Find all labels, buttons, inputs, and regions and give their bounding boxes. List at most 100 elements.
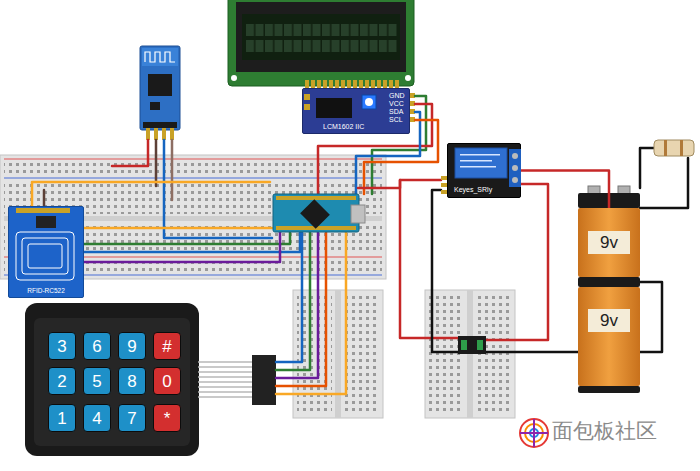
bluetooth-module [145,52,175,62]
relay-parts [512,153,518,159]
rfid-parts [22,238,68,274]
lcd-backpack-parts [365,98,373,106]
lcd-display [246,24,398,52]
lcd-display [405,75,411,81]
lcd-display [228,0,414,86]
keypad [252,355,276,405]
arduino-nano [276,196,356,200]
bluetooth-module [142,48,178,66]
battery [578,277,640,287]
mini-breadboard [425,290,515,418]
lcd-display [236,2,406,72]
part-name: RFID-RC522 [27,288,65,295]
relay-parts [509,149,521,187]
keypad [25,303,276,456]
relay-parts [441,190,447,194]
wire [276,232,318,378]
relay-parts [441,148,521,194]
keypad-key: 9 [118,332,146,360]
wire-connector [521,171,609,209]
key-label: * [164,410,171,427]
watermark-logo [520,419,548,447]
keypad-key: 1 [48,404,76,432]
wire [32,182,270,206]
keypad-key: 2 [48,367,76,395]
relay-parts [441,176,447,180]
keypad-key: # [153,332,181,360]
battery [578,386,640,393]
key-label: 2 [57,373,66,390]
key-label: 4 [92,410,101,427]
lcd-backpack-parts [316,98,352,118]
key-label: 5 [92,373,101,390]
wire [84,227,272,230]
keypad-key: 5 [83,367,111,395]
keypad [25,303,199,456]
pin-label: GND [389,92,405,99]
part-name: LCM1602 IIC [323,123,364,130]
mini-breadboard [293,290,383,418]
key-label: 6 [92,338,101,355]
battery [578,186,640,393]
wire [276,232,326,386]
bluetooth-module [143,122,177,128]
wire [32,96,688,394]
pin-label: VCC [389,100,404,107]
keypad-key: 8 [118,367,146,395]
keypad-key: 0 [153,367,181,395]
lcd-backpack-parts [304,94,310,100]
wire [276,232,302,362]
bluetooth-module [140,46,180,130]
arduino-nano [273,194,359,232]
component [664,140,667,156]
rfid-parts [16,232,74,280]
keypad-key: * [153,404,181,432]
relay-parts [460,166,496,168]
wire [164,140,272,238]
battery-label: 9v [588,231,630,254]
key-label: 3 [57,338,66,355]
wire [640,148,654,188]
bluetooth-module [140,46,180,140]
rfid-parts [36,216,56,228]
wire [276,232,346,394]
watermark: 面包板社区 [552,421,657,442]
breadboard [4,159,382,160]
wire [84,232,300,252]
bluetooth-module [154,128,158,140]
lcd-display [228,0,414,90]
wire [276,232,310,370]
relay-parts [460,154,500,156]
wire [486,184,548,340]
mini-breadboard [344,294,379,414]
keypad [198,362,252,397]
wire [43,190,46,206]
keypad-key: 4 [83,404,111,432]
battery [588,186,600,194]
bluetooth-module [150,102,160,110]
wire [432,190,458,352]
battery: 9v [578,208,640,277]
keypad-key: 7 [118,404,146,432]
keypad [34,318,190,446]
wire [400,180,458,338]
part-name: Keyes_SRly [454,186,492,193]
key-label: # [162,338,171,355]
pin-label: SDA [389,108,403,115]
lcd-backpack-parts [304,104,310,110]
lcd-backpack-parts [362,95,376,109]
wire [640,158,688,208]
bluetooth-module [148,74,172,96]
wire [84,232,290,244]
key-label: 7 [127,410,136,427]
component [461,340,467,350]
relay-parts [455,148,507,178]
relay-parts [512,177,518,183]
bluetooth-module [170,128,174,140]
wire [155,140,158,186]
bluetooth-module [162,128,166,140]
keypad-key: 3 [48,332,76,360]
component [680,140,683,156]
breadboard [4,178,382,179]
